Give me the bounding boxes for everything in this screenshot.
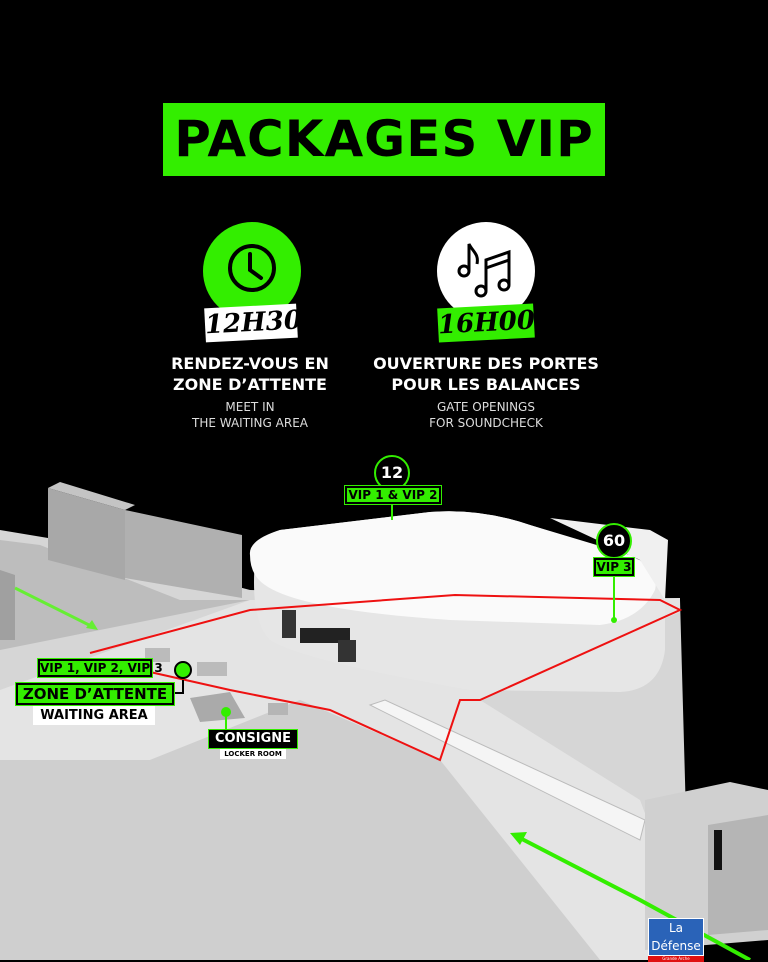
step-1-heading-1: RENDEZ-VOUS EN bbox=[171, 354, 329, 373]
arena-sign bbox=[282, 610, 296, 638]
gate-12-number: 12 bbox=[374, 455, 410, 491]
small-structures bbox=[145, 648, 288, 722]
arrow-head-icon bbox=[86, 620, 98, 630]
locker-label: CONSIGNE bbox=[208, 729, 298, 749]
step-1-sub-1: MEET IN bbox=[225, 400, 275, 414]
waiting-area-vips: VIP 1, VIP 2, VIP 3 bbox=[37, 658, 163, 678]
walk-arrow-metro bbox=[519, 836, 751, 960]
metro-station-sign: La Défense Grande Arche bbox=[648, 918, 704, 962]
gate-12-label: VIP 1 & VIP 2 bbox=[344, 485, 442, 505]
station-name: La Défense bbox=[648, 918, 704, 956]
step-1-heading-2: ZONE D’ATTENTE bbox=[173, 375, 327, 394]
step-2-sub-2: FOR SOUNDCHECK bbox=[429, 416, 543, 430]
step-2-heading-2: POUR LES BALANCES bbox=[391, 375, 581, 394]
walk-arrow-west bbox=[14, 586, 96, 630]
vip-route bbox=[89, 593, 683, 762]
gate-60-label: VIP 3 bbox=[593, 557, 635, 577]
waiting-area-label-en: WAITING AREA bbox=[33, 706, 155, 725]
waiting-area-marker bbox=[174, 661, 192, 679]
gate-60-number: 60 bbox=[596, 523, 632, 559]
page-title: PACKAGES VIP bbox=[163, 103, 605, 176]
locker-label-en: LOCKER ROOM bbox=[220, 749, 286, 759]
waiting-area-label: ZONE D’ATTENTE bbox=[15, 682, 175, 706]
step-2-heading-1: OUVERTURE DES PORTES bbox=[373, 354, 599, 373]
station-building bbox=[645, 782, 768, 950]
locker-marker bbox=[221, 707, 231, 717]
arrow-head-icon bbox=[510, 832, 527, 845]
buildings bbox=[0, 482, 242, 640]
step-1-sub-2: THE WAITING AREA bbox=[191, 416, 308, 430]
music-notes-icon bbox=[457, 243, 511, 298]
step-2-sub-1: GATE OPENINGS bbox=[437, 400, 535, 414]
clock-icon bbox=[228, 244, 276, 292]
station-sub: Grande Arche bbox=[648, 956, 704, 962]
